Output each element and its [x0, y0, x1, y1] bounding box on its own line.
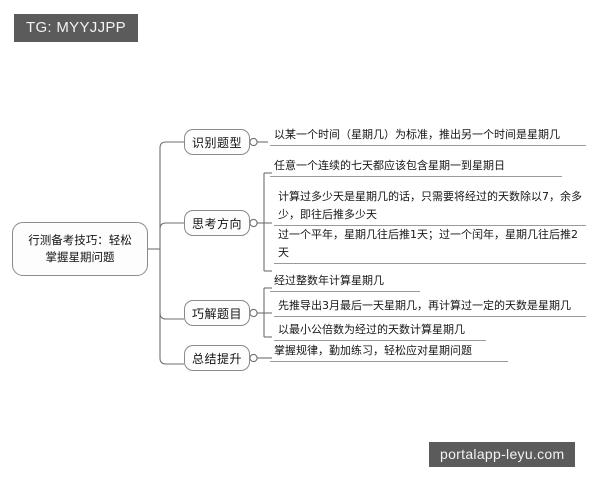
branch-0-toggle-icon[interactable]	[249, 137, 258, 147]
leaf-node[interactable]: 过一个平年，星期几往后推1天；过一个闰年，星期几往后推2天	[274, 225, 586, 264]
elbow-to-branch-3	[159, 357, 184, 365]
elbow-to-branch-2	[159, 312, 184, 320]
root-node-label: 行测备考技巧：轻松掌握星期问题	[28, 232, 132, 264]
telegram-watermark-badge: TG: MYYJJPP	[14, 14, 138, 42]
elbow-to-branch-0	[159, 141, 184, 149]
leaf-node[interactable]: 计算过多少天是星期几的话，只需要将经过的天数除以7，余多少，即往后推多少天	[274, 187, 586, 226]
site-watermark-label: portalapp-leyu.com	[440, 446, 565, 462]
root-node[interactable]: 行测备考技巧：轻松掌握星期问题	[12, 222, 148, 276]
branch-node-solve-problem[interactable]: 巧解题目	[184, 300, 250, 326]
leaf-node[interactable]: 经过整数年计算星期几	[270, 271, 420, 292]
branch-node-label: 总结提升	[191, 351, 242, 366]
branch-node-thinking-direction[interactable]: 思考方向	[184, 210, 250, 236]
leaf-node[interactable]: 以最小公倍数为经过的天数计算星期几	[274, 320, 486, 341]
site-watermark-badge: portalapp-leyu.com	[429, 442, 576, 467]
leaf-node[interactable]: 先推导出3月最后一天星期几，再计算过一定的天数是星期几	[274, 296, 586, 317]
branch-node-label: 识别题型	[191, 135, 242, 150]
elbow-to-branch-1	[159, 222, 184, 230]
leaf-node[interactable]: 任意一个连续的七天都应该包含星期一到星期日	[270, 156, 562, 177]
branch-node-summary[interactable]: 总结提升	[184, 345, 250, 371]
branch-3-toggle-icon[interactable]	[249, 353, 258, 363]
telegram-watermark-label: TG: MYYJJPP	[26, 19, 126, 36]
branch-1-toggle-icon[interactable]	[249, 218, 258, 228]
branch-node-identify-type[interactable]: 识别题型	[184, 129, 250, 155]
leaf-node[interactable]: 掌握规律，勤加练习，轻松应对星期问题	[270, 341, 508, 362]
branch-2-toggle-icon[interactable]	[249, 308, 258, 318]
leaf-node[interactable]: 以某一个时间（星期几）为标准，推出另一个时间是星期几	[270, 125, 586, 146]
branch-node-label: 思考方向	[191, 216, 242, 231]
branch-node-label: 巧解题目	[191, 306, 242, 321]
